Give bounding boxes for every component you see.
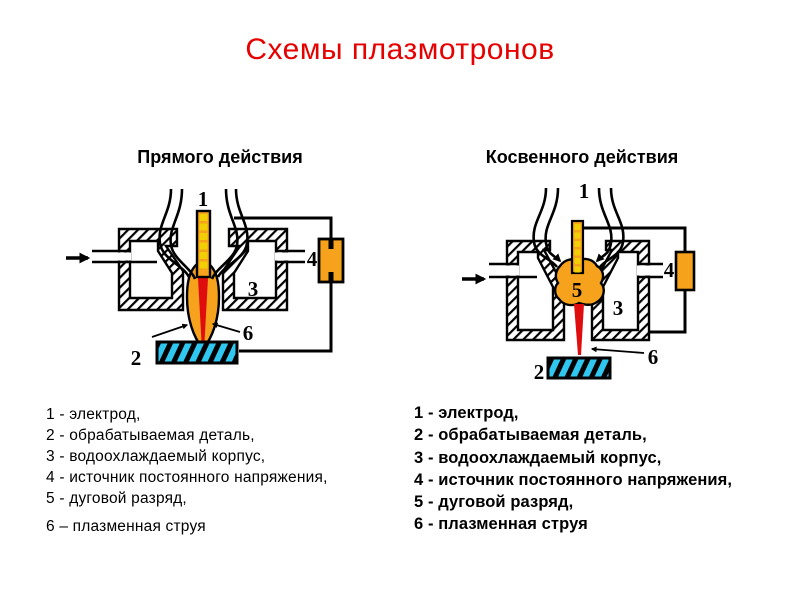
- diagram-direct-subtitle: Прямого действия: [137, 147, 303, 167]
- marker-label-workpiece: 2: [534, 360, 545, 384]
- legend-item: 2 - обрабатываемая деталь,: [414, 426, 647, 445]
- electrode-dashes: [574, 224, 581, 273]
- legend-item: 3 - водоохлаждаемый корпус,: [414, 448, 662, 467]
- legend-direct: 1 - электрод, 2 - обрабатываемая деталь,…: [46, 404, 328, 537]
- diagram-indirect-subtitle: Косвенного действия: [485, 147, 679, 167]
- circuit-wire-bottom: [650, 290, 687, 334]
- legend-item: 6 - плазменная струя: [414, 515, 588, 534]
- legend-item: 4 - источник постоянного напряжения,: [414, 470, 733, 489]
- legend-item: 5 - дуговой разряд,: [414, 493, 574, 512]
- legend-item: 4 - источник постоянного напряжения,: [46, 469, 328, 486]
- outlet-tube-lines: [276, 249, 305, 264]
- gas-flow-curve: [169, 188, 197, 280]
- power-source-terminal-bottom: [328, 272, 334, 282]
- legend-item: 2 - обрабатываемая деталь,: [46, 427, 255, 444]
- legend-item: 1 - электрод,: [46, 406, 141, 423]
- arc-column: [198, 278, 208, 351]
- page-title: Схемы плазмотронов: [245, 33, 555, 66]
- marker-label-source: 4: [664, 258, 675, 282]
- legend-item: 3 - водоохлаждаемый корпус,: [46, 448, 266, 465]
- gas-flow-curve: [216, 188, 249, 278]
- marker-label-jet: 6: [648, 345, 659, 369]
- gas-flow-curve-arrow: [595, 187, 613, 263]
- circuit-wire-bottom: [239, 282, 333, 353]
- gas-flow-curve-arrow: [544, 187, 562, 263]
- inlet-tube-gap: [117, 252, 131, 261]
- power-source-terminal-top: [328, 239, 334, 249]
- inlet-tube-gap: [505, 265, 519, 276]
- legend-indirect: 1 - электрод, 2 - обрабатываемая деталь,…: [414, 402, 732, 536]
- marker-label-body: 3: [248, 277, 259, 301]
- diagram-indirect: 1 2 3 4 5 6: [462, 179, 696, 384]
- workpiece: [546, 356, 612, 380]
- diagram-direct: 1 2 3 4 6: [66, 187, 345, 370]
- legend-item: 1 - электрод,: [414, 404, 519, 422]
- torch-body-left-block: [117, 227, 185, 312]
- jet-pointer-arrow-right: [211, 322, 241, 333]
- jet-pointer-arrow-left: [151, 323, 189, 338]
- power-source: [674, 250, 696, 292]
- gas-flow-curve: [210, 188, 239, 280]
- workpiece: [155, 340, 239, 365]
- outlet-tube-gap: [637, 265, 651, 276]
- marker-label-workpiece: 2: [131, 346, 142, 370]
- marker-label-source: 4: [307, 247, 318, 271]
- marker-label-arc: 5: [572, 278, 583, 302]
- jet-pointer-arrow: [590, 346, 645, 354]
- electrode-dashes: [199, 214, 208, 269]
- gas-flow-curve: [158, 188, 191, 278]
- inlet-tube-lines: [489, 262, 537, 279]
- marker-label-electrode: 1: [198, 187, 209, 211]
- circuit-wire-top: [583, 226, 687, 252]
- outlet-tube-gap: [275, 252, 289, 261]
- marker-label-electrode: 1: [579, 179, 590, 203]
- marker-label-jet: 6: [243, 321, 254, 345]
- legend-item: 5 - дуговой разряд,: [46, 490, 187, 507]
- marker-label-body: 3: [613, 296, 624, 320]
- circuit-wire-top: [234, 216, 333, 239]
- outlet-tube-lines: [637, 262, 663, 279]
- inlet-tube-lines: [92, 249, 157, 264]
- gas-flow-curve: [532, 187, 559, 268]
- plasma-jet: [574, 304, 584, 355]
- legend-item: 6 – плазменная струя: [46, 518, 206, 535]
- gas-flow-curve: [598, 187, 625, 268]
